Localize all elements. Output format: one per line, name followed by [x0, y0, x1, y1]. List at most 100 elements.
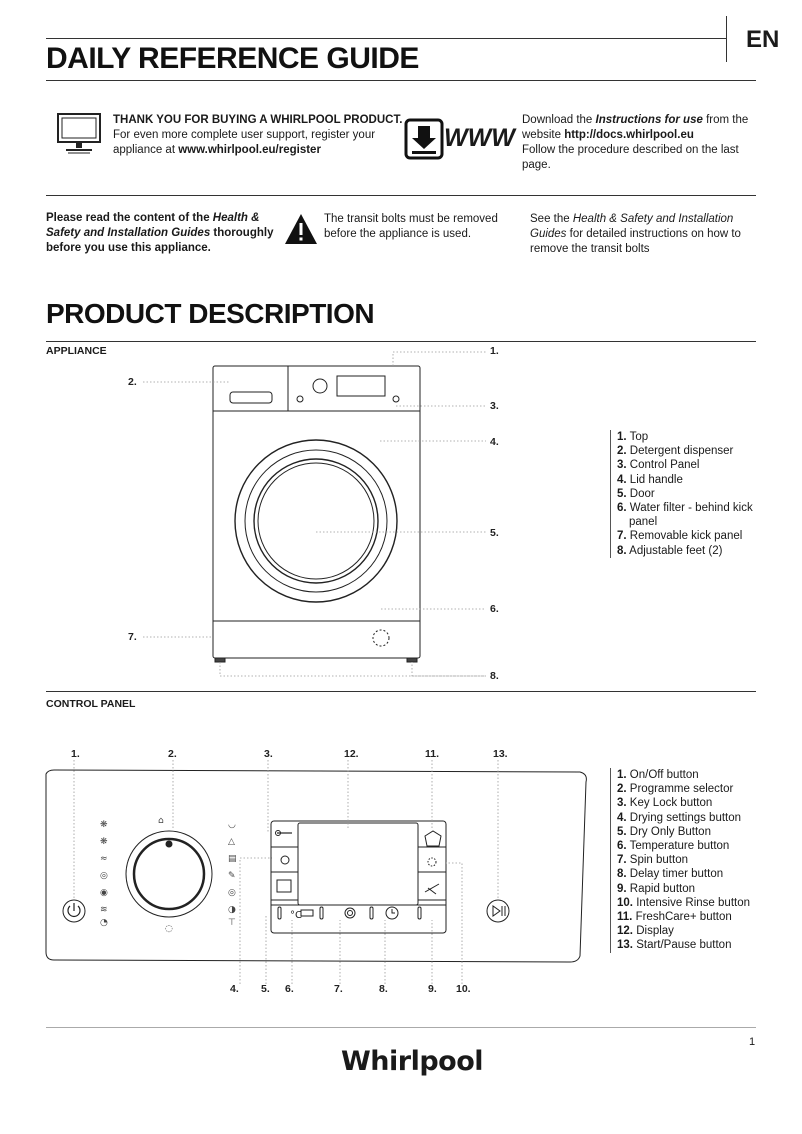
- register-link[interactable]: www.whirlpool.eu/register: [178, 144, 321, 156]
- svg-text:⊤: ⊤: [228, 918, 236, 928]
- legend-item: 5. Dry Only Button: [617, 825, 767, 839]
- legend-num: 8.: [617, 868, 627, 881]
- legend-num: 2.: [617, 445, 627, 458]
- control-panel-rule: [46, 691, 756, 692]
- svg-text:◎: ◎: [100, 871, 108, 881]
- svg-text:△: △: [228, 837, 235, 847]
- svg-text:◔: ◔: [100, 918, 108, 928]
- legend-text: Door: [629, 487, 655, 500]
- legend-num: 10.: [617, 896, 633, 909]
- legend-item: 6. Water filter - behind kick: [617, 501, 767, 515]
- legend-item: 2. Programme selector: [617, 782, 767, 796]
- legend-item: 2. Detergent dispenser: [617, 444, 767, 458]
- legend-text: Spin button: [629, 854, 688, 867]
- download-suffix: from the: [702, 114, 749, 126]
- appliance-callout-2: 2.: [128, 376, 137, 388]
- legend-item: 1. On/Off button: [617, 768, 767, 782]
- control-panel-label: CONTROL PANEL: [46, 698, 136, 710]
- door-glass: [253, 458, 379, 584]
- panel-callout-3: 3.: [264, 748, 273, 760]
- control-panel-drawing: °C ❋❋≈ ◎◉≋◔ ◡△▤ ✎◎◑⊤ ⌂◌: [45, 760, 587, 984]
- legend-text: Detergent dispenser: [629, 445, 734, 458]
- legend-num: 5.: [617, 825, 627, 838]
- panel-callout-2: 2.: [168, 748, 177, 760]
- legend-text: Display: [636, 925, 674, 938]
- thanks-line1: For even more complete user support, reg…: [113, 129, 376, 141]
- appliance-callout-4: 4.: [490, 436, 499, 448]
- appliance-callout-5: 5.: [490, 527, 499, 539]
- legend-text: Rapid button: [629, 882, 696, 895]
- legend-item: 7. Removable kick panel: [617, 529, 767, 543]
- download-line2: website http://docs.whirlpool.eu: [522, 128, 758, 143]
- legend-num: 9.: [617, 882, 627, 895]
- download-line4: page.: [522, 159, 551, 171]
- programme-knob: [312, 378, 328, 394]
- svg-text:◎: ◎: [228, 888, 236, 898]
- lang-tag: EN: [746, 26, 780, 53]
- download-www-icon: WWW: [404, 118, 516, 167]
- legend-item: 7. Spin button: [617, 853, 767, 867]
- legend-text: On/Off button: [629, 769, 699, 781]
- start-pause-button: [486, 899, 510, 923]
- download-block: Download the Instructions for use from t…: [522, 113, 758, 173]
- leader-8: [219, 662, 486, 677]
- svg-text:≈: ≈: [100, 854, 108, 864]
- door-outer: [234, 439, 398, 603]
- control-display: [336, 375, 386, 397]
- panel-callout-5: 5.: [261, 983, 270, 995]
- download-line3: Follow the procedure described on the la…: [522, 144, 739, 156]
- legend-item: 9. Rapid button: [617, 882, 767, 896]
- panel-callout-4: 4.: [230, 983, 239, 995]
- legend-text: FreshCare+ button: [635, 911, 732, 924]
- panel-callout-11: 11.: [425, 748, 440, 760]
- legend-item: 3. Control Panel: [617, 458, 767, 472]
- legend-item: 5. Door: [617, 487, 767, 501]
- intro-rule: [46, 195, 756, 196]
- legend-num: 7.: [617, 854, 627, 867]
- svg-text:❋: ❋: [100, 820, 108, 830]
- download-prefix: Download the: [522, 114, 596, 126]
- legend-item: 1. Top: [617, 430, 767, 444]
- legend-item: 8. Adjustable feet (2): [617, 544, 767, 558]
- legend-item: 13. Start/Pause button: [617, 938, 767, 952]
- appliance-callout-7: 7.: [128, 631, 137, 643]
- safety-right-em: Health & Safety and Installation Guides: [530, 213, 734, 240]
- svg-text:◑: ◑: [228, 905, 236, 915]
- svg-text:◡: ◡: [228, 820, 236, 830]
- panel-callout-13: 13.: [493, 748, 508, 760]
- legend-num: 7.: [617, 530, 627, 543]
- www-label: WWW: [444, 124, 515, 152]
- machine-body: [212, 365, 421, 659]
- thanks-block: THANK YOU FOR BUYING A WHIRLPOOL PRODUCT…: [113, 113, 403, 158]
- legend-num: 6.: [617, 840, 627, 853]
- appliance-callout-3: 3.: [490, 400, 499, 412]
- brand-logo: Whirlpool: [341, 1046, 484, 1077]
- page-number: 1: [749, 1036, 756, 1048]
- legend-item: 4. Lid handle: [617, 473, 767, 487]
- download-em: Instructions for use: [595, 114, 703, 126]
- legend-item: 11. FreshCare+ button: [617, 910, 767, 924]
- svg-text:✎: ✎: [228, 871, 236, 881]
- control-display-frame: [270, 820, 447, 934]
- panel-callout-7: 7.: [334, 983, 343, 995]
- appliance-callout-1: 1.: [490, 345, 499, 357]
- water-filter: [372, 629, 390, 647]
- legend-text: Removable kick panel: [629, 530, 743, 543]
- legend-text: panel: [629, 516, 658, 529]
- legend-num: 12.: [617, 925, 633, 938]
- panel-callout-12: 12.: [344, 748, 359, 760]
- legend-item: panel: [617, 515, 767, 529]
- panel-callout-9: 9.: [428, 983, 437, 995]
- appliance-legend: 1. Top 2. Detergent dispenser 3. Control…: [610, 430, 767, 558]
- display-screen: [297, 822, 419, 906]
- legend-text: Drying settings button: [629, 811, 742, 824]
- safety-middle-2: before the appliance is used.: [324, 228, 472, 240]
- title-rule: [46, 38, 726, 39]
- legend-num: 3.: [617, 797, 627, 810]
- legend-item: 8. Delay timer button: [617, 867, 767, 881]
- docs-link[interactable]: http://docs.whirlpool.eu: [564, 129, 694, 141]
- programme-selector-knob: [132, 837, 206, 911]
- safety-left-2: thoroughly before you use this appliance…: [46, 227, 274, 254]
- legend-text: Adjustable feet (2): [629, 544, 723, 557]
- legend-num: 13.: [617, 939, 633, 952]
